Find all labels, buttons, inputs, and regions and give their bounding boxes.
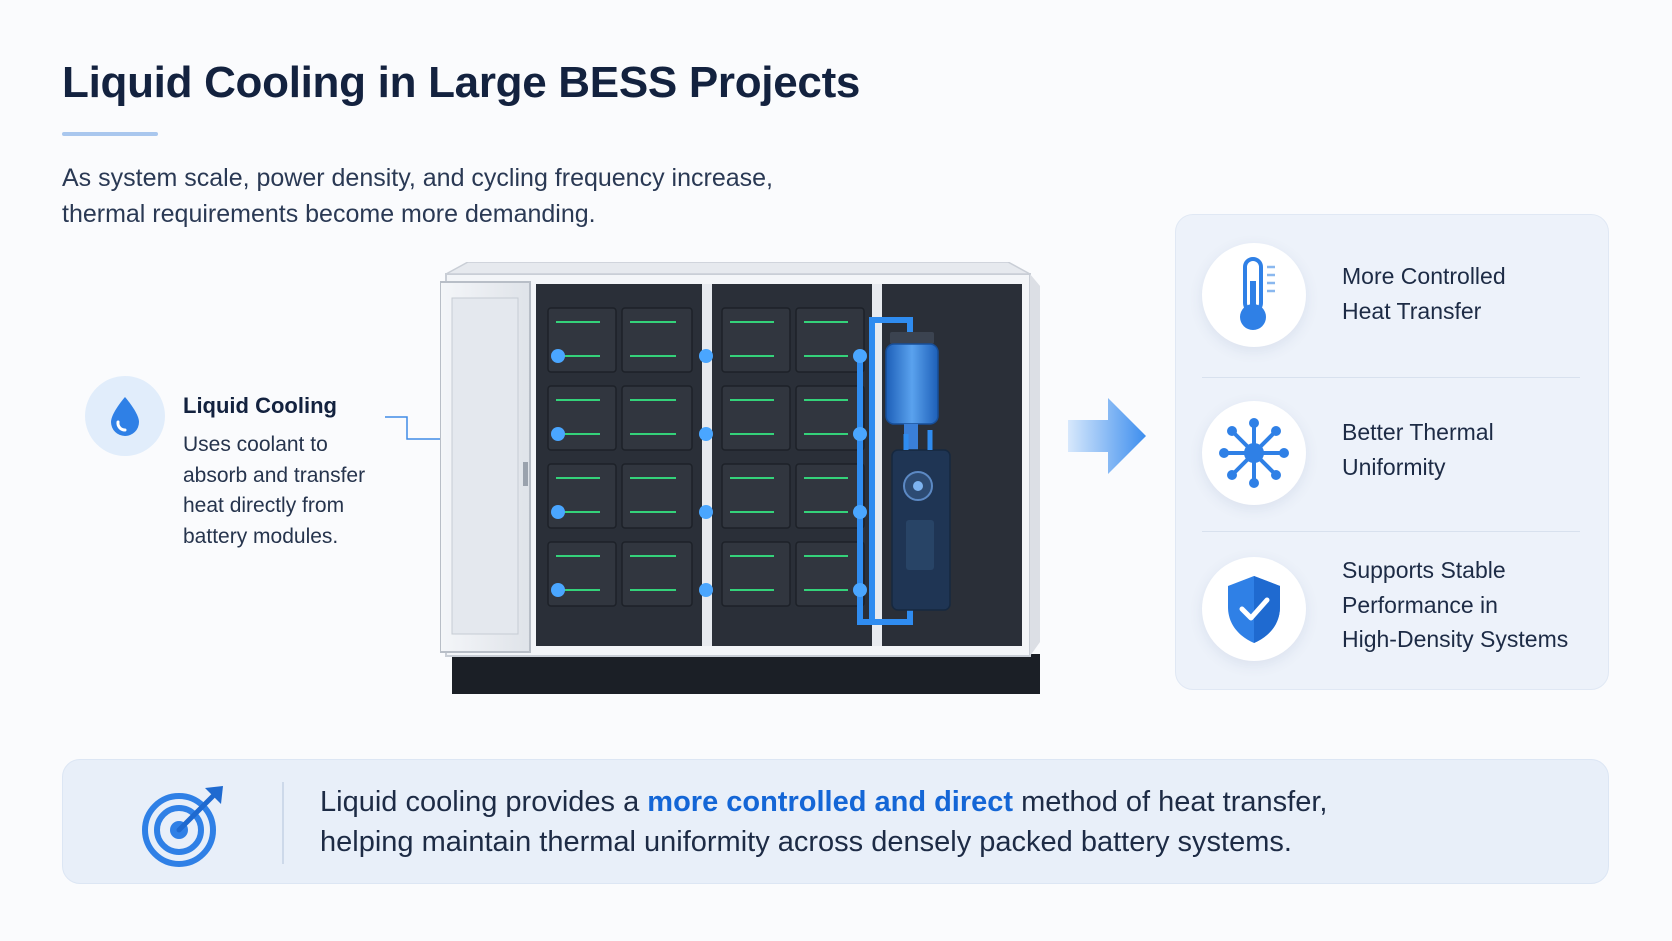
liquid-cooling-icon-badge — [85, 376, 165, 456]
flow-arrow-icon — [1068, 398, 1146, 474]
battery-cabinet-illustration — [440, 262, 1040, 694]
callout-line-1: Uses coolant to — [183, 433, 328, 456]
summary-banner: Liquid cooling provides a more controlle… — [62, 759, 1609, 884]
summary-text-before: Liquid cooling provides a — [320, 786, 648, 818]
benefit-divider — [1202, 531, 1580, 532]
page-title: Liquid Cooling in Large BESS Projects — [62, 58, 861, 107]
benefits-panel: More Controlled Heat Transfer — [1175, 214, 1609, 690]
callout-title: Liquid Cooling — [183, 393, 337, 418]
benefit-3-line-1: Supports Stable — [1342, 557, 1506, 583]
shield-check-icon — [1228, 576, 1280, 643]
coolant-tank — [885, 332, 939, 450]
callout-line-4: battery modules. — [183, 524, 339, 548]
benefit-icon-badge — [1202, 557, 1306, 661]
network-nodes-icon — [1219, 418, 1289, 488]
summary-line-2: helping maintain thermal uniformity acro… — [320, 826, 1292, 858]
subtitle-line-1: As system scale, power density, and cycl… — [62, 164, 773, 192]
target-arrow-icon — [142, 786, 223, 867]
summary-line-1: Liquid cooling provides a more controlle… — [320, 782, 1327, 822]
benefit-text: More Controlled Heat Transfer — [1342, 259, 1506, 328]
cabinet-base — [452, 654, 1040, 694]
benefit-text: Better Thermal Uniformity — [1342, 415, 1494, 484]
benefit-divider — [1202, 377, 1580, 378]
benefit-3-line-2: Performance in — [1342, 591, 1498, 618]
title-underline — [62, 132, 158, 136]
callout-line-2: absorb and transfer — [183, 463, 366, 487]
benefit-3-line-3: High-Density Systems — [1342, 626, 1569, 652]
subtitle-line-2: thermal requirements become more demandi… — [62, 200, 596, 228]
summary-highlight: more controlled and direct — [647, 786, 1014, 818]
page-subtitle: As system scale, power density, and cycl… — [62, 160, 862, 232]
benefit-icon-badge — [1202, 401, 1306, 505]
water-drop-icon — [111, 397, 139, 436]
benefit-icon-badge — [1202, 243, 1306, 347]
summary-message: Liquid cooling provides a more controlle… — [320, 782, 1327, 862]
callout-line-3: heat directly from — [183, 494, 345, 517]
summary-text-after: method of heat transfer, — [1013, 786, 1328, 818]
benefit-1-line-1: More Controlled — [1342, 263, 1506, 289]
benefit-2-line-2: Uniformity — [1342, 453, 1446, 480]
benefit-text: Supports Stable Performance in High-Dens… — [1342, 553, 1568, 657]
coolant-pump — [891, 430, 951, 611]
callout-description: Uses coolant to absorb and transfer heat… — [183, 430, 403, 552]
benefit-1-line-2: Heat Transfer — [1342, 297, 1482, 324]
banner-divider — [282, 782, 284, 864]
thermometer-icon — [1240, 257, 1275, 330]
benefit-2-line-1: Better Thermal — [1342, 419, 1494, 445]
